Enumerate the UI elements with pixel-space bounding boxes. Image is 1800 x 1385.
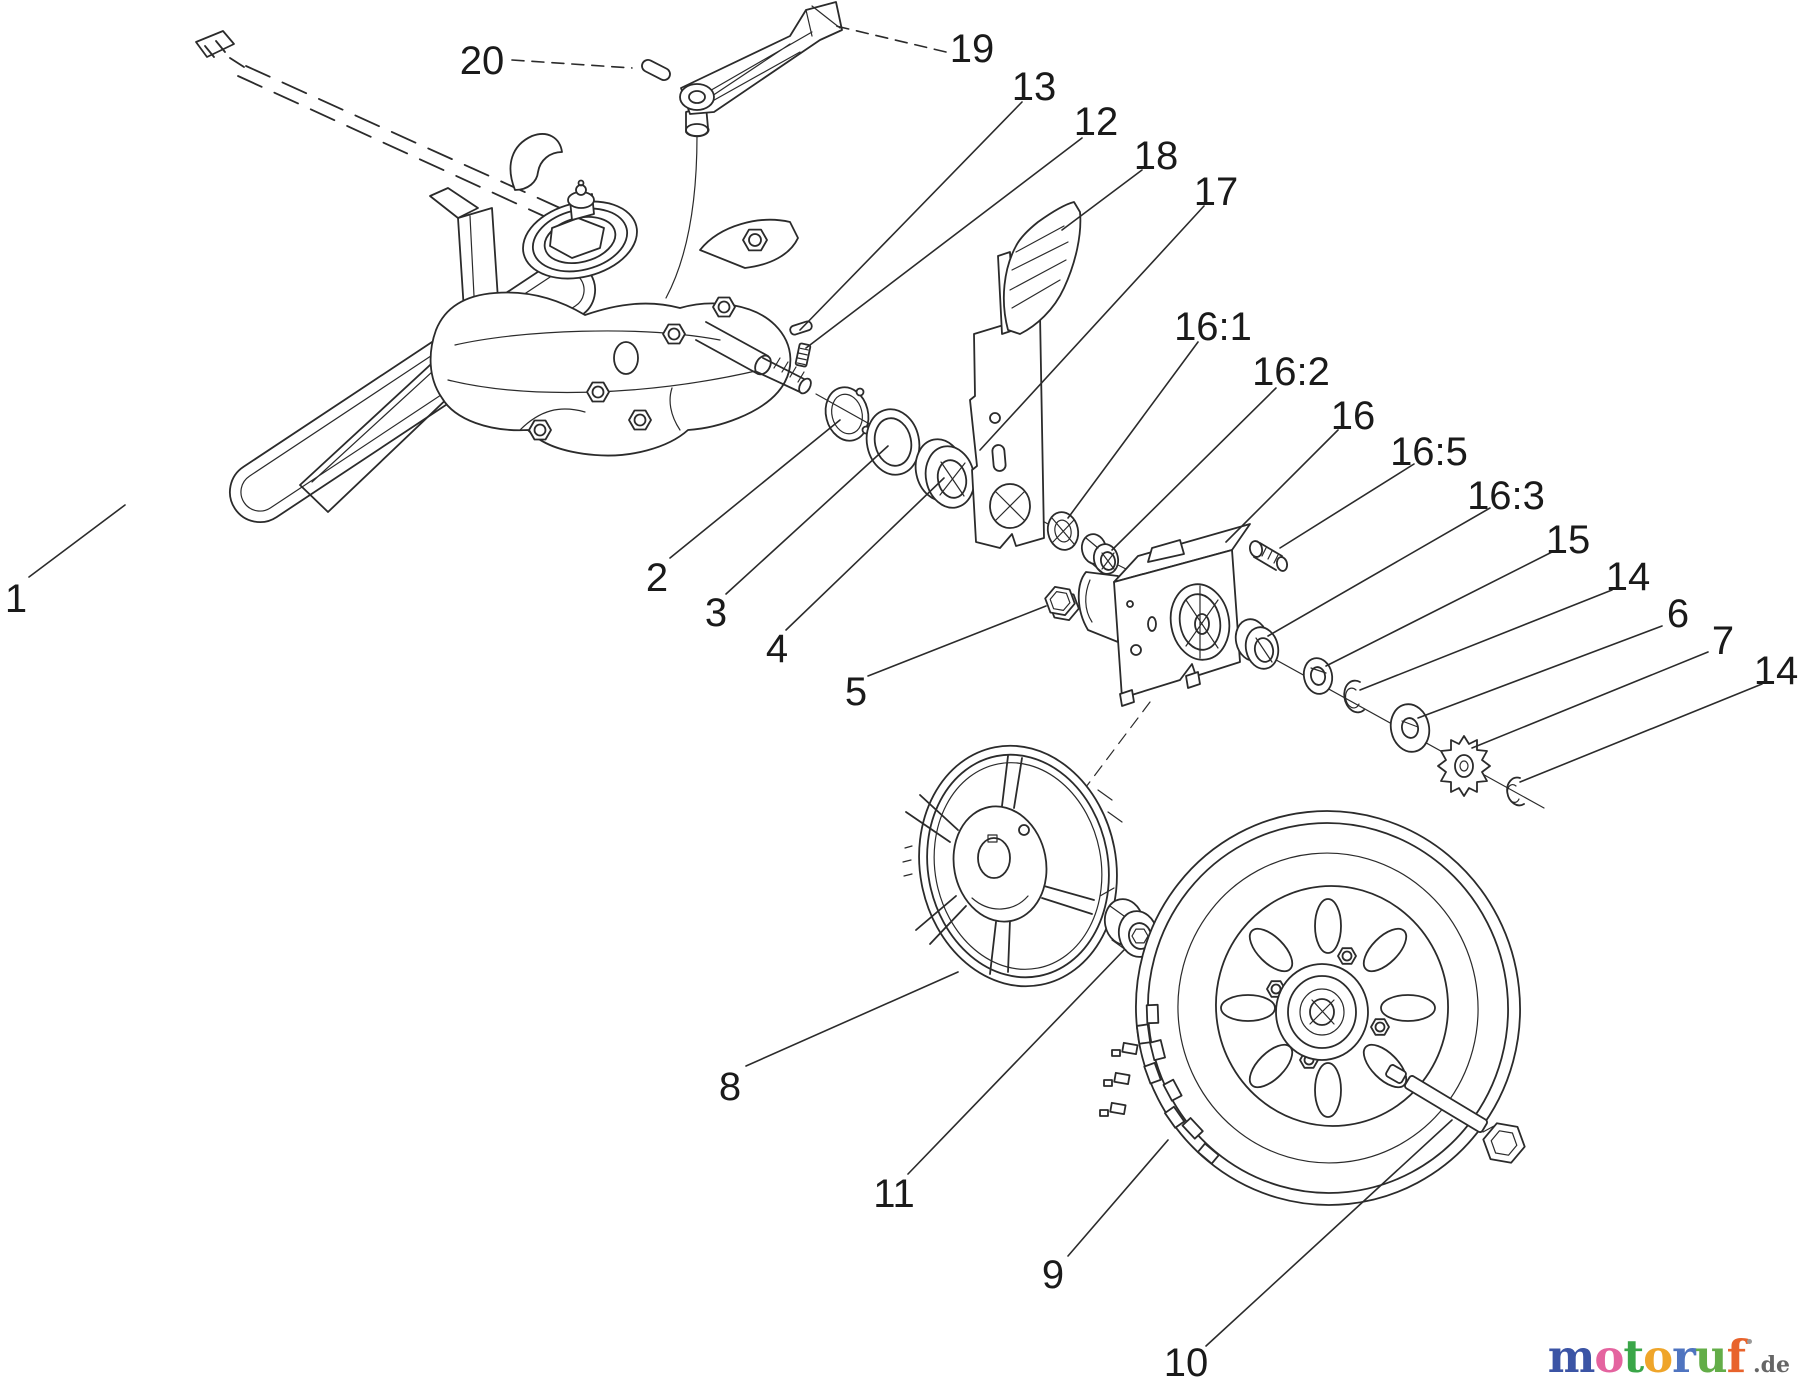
- callout-16-1: 16:1: [1174, 305, 1252, 349]
- callout-14b: 14: [1754, 649, 1799, 693]
- leader-10: [1205, 1119, 1453, 1347]
- leader-16: [1225, 429, 1339, 543]
- leader-11: [907, 949, 1125, 1175]
- leader-13: [799, 101, 1023, 331]
- leader-1: [28, 504, 126, 578]
- housing-bolts: [528, 296, 736, 441]
- rear-wheel: [1099, 810, 1521, 1206]
- callout-6: 6: [1667, 592, 1689, 636]
- callout-11: 11: [873, 1172, 915, 1216]
- hex-nut-5: [1044, 586, 1080, 621]
- e-clip-14a: [1343, 679, 1365, 714]
- callout-15: 15: [1546, 518, 1591, 562]
- leader-4: [785, 477, 945, 631]
- pinion-gear-7: [1437, 735, 1491, 797]
- height-adjust-bracket: [969, 201, 1082, 549]
- cable-rod: [195, 30, 587, 234]
- flanged-bushing-4: [914, 438, 976, 509]
- callout-10: 10: [1164, 1341, 1209, 1385]
- tread-pattern: [1099, 1003, 1220, 1165]
- gearbox-housing: [429, 133, 799, 457]
- e-clip-14b: [1506, 776, 1525, 807]
- callout-4: 4: [766, 627, 788, 671]
- leader-14a: [1359, 589, 1613, 691]
- callout-14a: 14: [1606, 555, 1651, 599]
- lever-pin: [641, 59, 671, 81]
- leader-18: [1061, 169, 1143, 231]
- logo-suffix: .de: [1752, 1352, 1790, 1378]
- callout-16: 16: [1331, 394, 1376, 438]
- callout-19: 19: [950, 27, 995, 71]
- bearing-16-1: [1046, 511, 1080, 551]
- logo-trademark-dot: [1746, 1339, 1752, 1344]
- logo-letter: o: [1643, 1330, 1673, 1383]
- leader-17: [979, 205, 1205, 451]
- hub-bolts: [1266, 947, 1390, 1069]
- leader-16-5: [1279, 463, 1415, 549]
- shift-lever: [641, 1, 843, 299]
- callout-13: 13: [1012, 65, 1057, 109]
- callout-18: 18: [1134, 134, 1179, 178]
- callout-16-5: 16:5: [1390, 430, 1468, 474]
- logo-letter: m: [1547, 1330, 1596, 1383]
- leader-16-2: [1111, 387, 1277, 551]
- logo-letter: o: [1594, 1330, 1624, 1383]
- callout-3: 3: [705, 591, 727, 635]
- axle-bolt: [1385, 1064, 1526, 1164]
- leader-6: [1417, 625, 1663, 719]
- callout-5: 5: [845, 670, 867, 714]
- gear-case: [1077, 523, 1251, 707]
- logo-letter: u: [1694, 1330, 1728, 1383]
- bushing-16-2: [1080, 533, 1120, 575]
- leader-20: [511, 59, 633, 69]
- callout-9: 9: [1042, 1253, 1064, 1297]
- roll-pin: [794, 342, 812, 368]
- callout-16-2: 16:2: [1252, 350, 1330, 394]
- leader-5: [867, 605, 1047, 677]
- callout-7: 7: [1712, 619, 1734, 663]
- washer-15: [1302, 657, 1334, 695]
- output-shaft: [695, 320, 813, 395]
- leader-9: [1067, 1139, 1169, 1257]
- leader-19: [835, 25, 947, 53]
- leader-14b: [1519, 683, 1763, 783]
- leader-lines: [28, 25, 1763, 1347]
- leader-8: [745, 971, 959, 1067]
- callout-2: 2: [646, 556, 668, 600]
- logo-letter: f: [1726, 1330, 1746, 1383]
- callout-8: 8: [719, 1065, 741, 1109]
- flat-washer-3: [865, 408, 921, 476]
- wheel-pulley-disc: [902, 744, 1123, 988]
- logo-letter: t: [1623, 1330, 1644, 1383]
- callout-16-3: 16:3: [1467, 474, 1545, 518]
- leader-16-1: [1067, 341, 1199, 519]
- flanged-bearing-16-3: [1234, 618, 1280, 670]
- washer-6: [1389, 703, 1431, 753]
- hub-pockets: [1220, 898, 1436, 1118]
- leader-16-3: [1267, 507, 1491, 637]
- callout-1: 1: [5, 577, 27, 621]
- callout-12: 12: [1074, 100, 1119, 144]
- callout-17: 17: [1194, 170, 1239, 214]
- logo-letter: r: [1672, 1330, 1696, 1383]
- leader-3: [725, 445, 889, 595]
- leader-12: [805, 137, 1083, 349]
- motoruf-logo: motoruf.de: [1548, 1334, 1790, 1379]
- leader-7: [1471, 651, 1709, 749]
- callout-labels: 1 2 3 4 5 6 7 8 9 10 11 12 13 14 15 16 1…: [5, 27, 1798, 1385]
- wheel-bearing-center: [1275, 963, 1369, 1061]
- callout-20: 20: [460, 39, 505, 83]
- shoulder-bolt-16-5: [1248, 540, 1289, 572]
- leader-2: [669, 419, 841, 559]
- leader-15: [1325, 551, 1553, 667]
